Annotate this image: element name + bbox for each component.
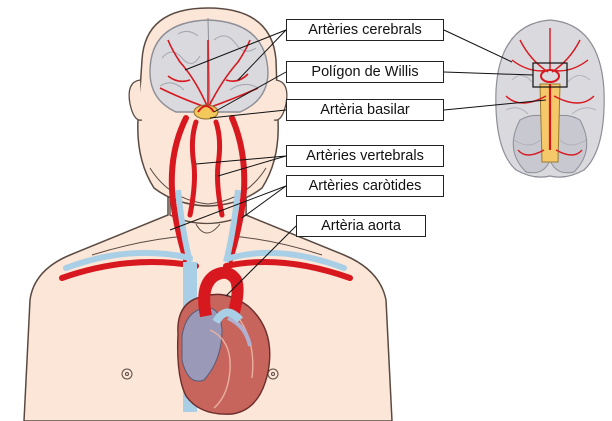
label-circle-of-willis: Polígon de Willis bbox=[286, 61, 444, 83]
label-basilar-artery: Artèria basilar bbox=[286, 99, 444, 121]
label-cerebral-arteries: Artèries cerebrals bbox=[286, 19, 444, 41]
left-ear bbox=[129, 80, 142, 120]
label-aorta: Artèria aorta bbox=[296, 215, 426, 237]
brain bbox=[150, 18, 268, 112]
brain-inferior-view bbox=[496, 20, 604, 177]
label-vertebral-arteries: Artèries vertebrals bbox=[286, 145, 444, 167]
label-carotid-arteries: Artèries caròtides bbox=[286, 175, 444, 197]
right-ear bbox=[274, 80, 287, 120]
